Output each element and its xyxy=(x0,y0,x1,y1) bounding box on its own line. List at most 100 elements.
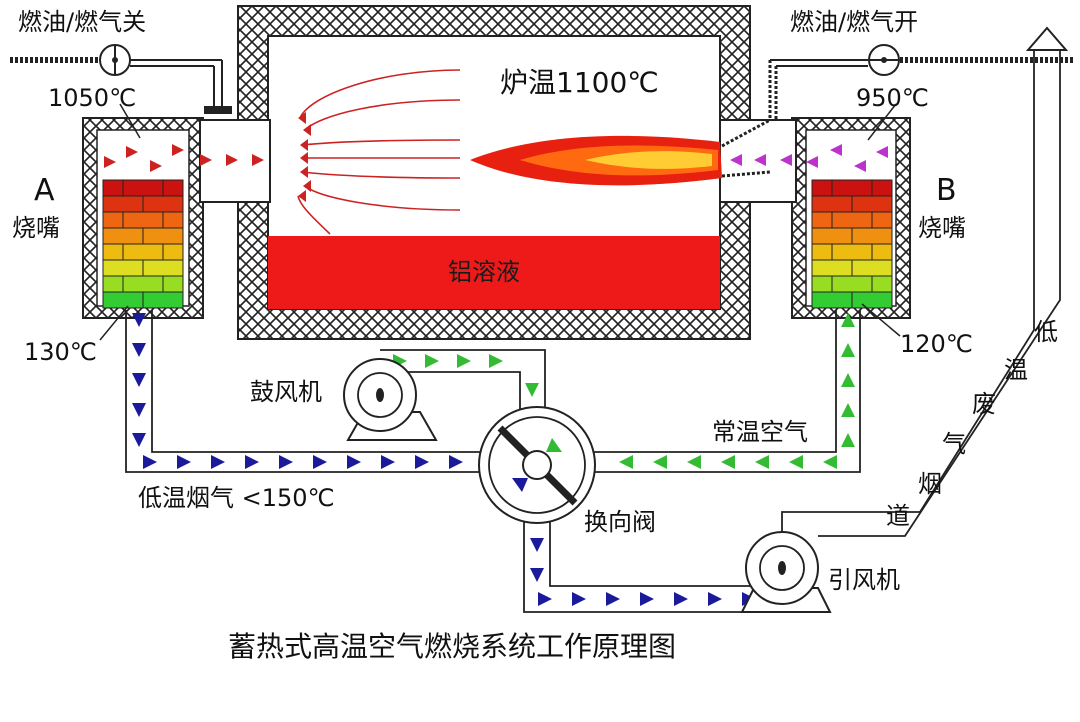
induced-fan-icon xyxy=(740,531,832,613)
flow-arrow xyxy=(449,455,463,469)
flow-arrow xyxy=(674,592,688,606)
flue-duct-char: 温 xyxy=(1004,356,1028,384)
flow-arrow xyxy=(823,455,837,469)
flow-arrow xyxy=(606,592,620,606)
flow-arrow xyxy=(172,144,184,156)
air-pipe xyxy=(380,310,861,473)
molten-aluminum-bath xyxy=(268,236,720,309)
flow-arrow xyxy=(640,592,654,606)
flow-arrow xyxy=(132,403,146,417)
flow-arrow xyxy=(755,455,769,469)
blower-icon xyxy=(343,358,438,441)
flue-gas-pipe xyxy=(125,310,770,613)
regenerator-bed-b xyxy=(811,179,893,309)
flow-arrow xyxy=(841,313,855,327)
brick-row xyxy=(102,275,184,293)
flow-arrow xyxy=(854,160,866,172)
flow-arrow xyxy=(150,160,162,172)
fresh-air-arrows xyxy=(393,313,855,469)
flow-arrow xyxy=(619,455,633,469)
brick-row xyxy=(811,211,893,229)
flue-duct-char: 废 xyxy=(972,390,996,418)
right-top-temp-label: 950℃ xyxy=(856,84,929,112)
flue-duct-char: 低 xyxy=(1034,318,1058,346)
flow-arrow xyxy=(279,455,293,469)
flow-arrow xyxy=(754,154,766,166)
burner-b-letter: B xyxy=(936,173,957,208)
fuel-off-label: 燃油/燃气关 xyxy=(18,8,146,36)
flow-arrow xyxy=(252,154,264,166)
reversing-valve-label: 换向阀 xyxy=(584,508,656,536)
flow-arrow xyxy=(708,592,722,606)
right-bottom-temp-label: 120℃ xyxy=(900,330,973,358)
flue-duct-char: 道 xyxy=(886,502,910,530)
flue-duct xyxy=(781,50,1061,537)
burner-a-letter: A xyxy=(34,173,55,208)
flow-arrow xyxy=(525,383,539,397)
left-bottom-temp-label: 130℃ xyxy=(24,338,97,366)
flow-arrow xyxy=(104,156,116,168)
brick-row xyxy=(811,275,893,293)
flame xyxy=(470,135,722,186)
flow-arrow xyxy=(211,455,225,469)
flow-arrow xyxy=(132,313,146,327)
flow-arrow xyxy=(687,455,701,469)
flow-arrow xyxy=(789,455,803,469)
flue-gas-arrows xyxy=(132,313,756,606)
flow-arrow xyxy=(200,154,212,166)
left-top-temp-label: 1050℃ xyxy=(48,84,136,112)
burner-b-name: 烧嘴 xyxy=(918,214,966,242)
low-temp-flue-label: 低温烟气 <150℃ xyxy=(138,484,335,512)
brick-row xyxy=(811,179,893,197)
flow-arrow xyxy=(143,455,157,469)
diagram-title: 蓄热式高温空气燃烧系统工作原理图 xyxy=(228,630,676,663)
flow-arrow xyxy=(572,592,586,606)
reversing-valve-icon xyxy=(478,406,596,524)
regenerator-bed-a xyxy=(102,179,184,309)
flow-arrow xyxy=(780,154,792,166)
flow-arrow xyxy=(841,373,855,387)
blower-label: 鼓风机 xyxy=(250,378,322,406)
chimney-top-icon xyxy=(1025,26,1069,51)
brick-row xyxy=(102,179,184,197)
flow-arrow xyxy=(132,373,146,387)
flow-arrow xyxy=(457,354,471,368)
flow-arrow xyxy=(841,433,855,447)
flow-arrow xyxy=(415,455,429,469)
heat-flow-lines xyxy=(297,69,461,235)
flow-arrow xyxy=(347,455,361,469)
flow-arrow xyxy=(177,455,191,469)
flow-arrow xyxy=(245,455,259,469)
flow-arrow xyxy=(653,455,667,469)
brick-row xyxy=(102,211,184,229)
brick-row xyxy=(811,243,893,261)
flow-arrow xyxy=(226,154,238,166)
flow-arrow xyxy=(538,592,552,606)
flow-arrow xyxy=(425,354,439,368)
flow-arrow xyxy=(126,146,138,158)
flow-arrow xyxy=(841,403,855,417)
flow-arrow xyxy=(381,455,395,469)
fuel-on-label: 燃油/燃气开 xyxy=(790,8,918,36)
flow-arrow xyxy=(721,455,735,469)
flow-arrow xyxy=(530,538,544,552)
hot-air-arrows-right xyxy=(730,144,888,172)
brick-row xyxy=(102,243,184,261)
molten-label: 铝溶液 xyxy=(448,258,520,286)
burner-a-name: 烧嘴 xyxy=(12,214,60,242)
flue-duct-char: 烟 xyxy=(918,470,942,498)
ambient-air-label: 常温空气 xyxy=(712,418,808,446)
flow-arrow xyxy=(132,343,146,357)
furnace-temp-label: 炉温1100℃ xyxy=(500,66,659,99)
flue-duct-char: 气 xyxy=(942,430,966,458)
hot-gas-arrows-left xyxy=(104,144,264,172)
flow-arrow xyxy=(132,433,146,447)
flow-arrow xyxy=(841,343,855,357)
flow-arrow xyxy=(806,156,818,168)
flow-arrow xyxy=(313,455,327,469)
flow-arrow xyxy=(830,144,842,156)
flow-arrow xyxy=(489,354,503,368)
induced-fan-label: 引风机 xyxy=(828,566,900,594)
